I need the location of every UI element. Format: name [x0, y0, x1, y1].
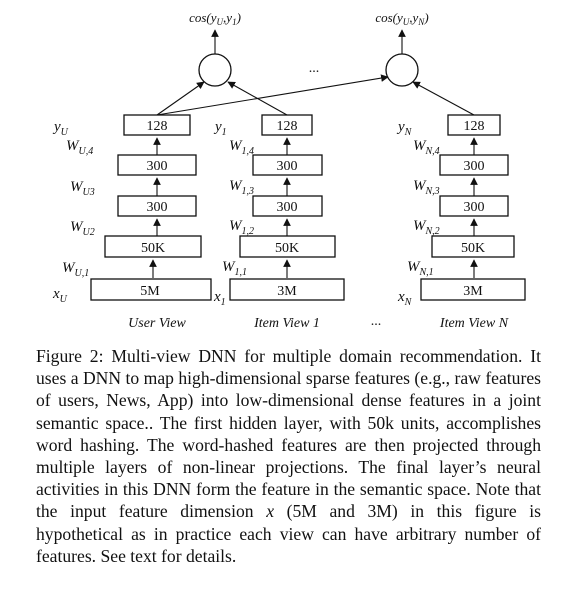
- itemN-layer-50k: [431, 235, 515, 258]
- itemN-layer-300-lower: [439, 195, 509, 217]
- item1-weight-3: W1,3: [229, 178, 254, 197]
- caption-variable: x: [266, 501, 274, 522]
- item1-output-symbol: y1: [213, 119, 227, 138]
- cosine-node-left: [198, 53, 232, 87]
- caption-text-part-1: Multi-view DNN for multiple domain recom…: [36, 346, 541, 522]
- svg-text:3M: 3M: [277, 284, 297, 299]
- figure-caption: Figure 2: Multi-view DNN for multiple do…: [36, 345, 541, 567]
- svg-text:300: 300: [464, 200, 485, 215]
- user-output-symbol: yU: [52, 119, 69, 138]
- edge-user-to-right: [156, 74, 389, 116]
- user-input-5m: [90, 278, 212, 301]
- edge-item1-to-left: [227, 81, 288, 116]
- item1-input-symbol: x1: [213, 289, 226, 308]
- user-input-symbol: xU: [52, 286, 68, 305]
- svg-text:300: 300: [277, 200, 298, 215]
- dots-bottom: ...: [371, 314, 382, 329]
- item1-input-3m: [229, 278, 345, 301]
- item1-weight-4: W1,4: [229, 138, 254, 157]
- svg-text:300: 300: [147, 159, 168, 174]
- itemN-input-symbol: xN: [397, 289, 413, 308]
- svg-text:50K: 50K: [141, 241, 165, 256]
- caption-label: Figure 2:: [36, 346, 104, 366]
- itemN-weight-2: WN,2: [413, 218, 440, 237]
- user-layer-128: [123, 114, 191, 136]
- svg-text:128: 128: [277, 119, 298, 134]
- itemN-weight-3: WN,3: [413, 178, 440, 197]
- itemN-layer-128: [447, 114, 501, 136]
- itemN-layer-300-upper: [439, 154, 509, 176]
- svg-text:50K: 50K: [461, 241, 485, 256]
- similarity-left-label: cos(yU,y1): [189, 10, 241, 27]
- itemN-weight-1: WN,1: [407, 259, 434, 278]
- item1-layer-300-upper: [252, 154, 323, 176]
- user-weight-4: WU,4: [66, 138, 93, 157]
- item1-layer-128: [261, 114, 313, 136]
- svg-text:300: 300: [277, 159, 298, 174]
- svg-text:300: 300: [464, 159, 485, 174]
- user-view-label: User View: [128, 316, 186, 331]
- user-weight-3: WU3: [70, 179, 95, 198]
- item1-weight-2: W1,2: [229, 218, 254, 237]
- svg-text:5M: 5M: [140, 284, 160, 299]
- itemN-weight-4: WN,4: [413, 138, 440, 157]
- item-view-1-label: Item View 1: [253, 316, 320, 331]
- svg-text:128: 128: [147, 119, 168, 134]
- user-weight-1: WU,1: [62, 260, 89, 279]
- cosine-node-right: [385, 53, 419, 87]
- svg-text:128: 128: [464, 119, 485, 134]
- svg-text:3M: 3M: [463, 284, 483, 299]
- svg-text:300: 300: [147, 200, 168, 215]
- multi-view-dnn-diagram: cos(yU,y1) cos(yU,yN) ... yU 128 WU,4 30…: [52, 10, 526, 331]
- similarity-right-label: cos(yU,yN): [375, 10, 428, 27]
- dots-top: ...: [309, 61, 320, 76]
- user-view-tower: yU 128 WU,4 300 WU3 300 WU2 50K WU,1 5M …: [52, 114, 212, 331]
- user-layer-300-lower: [117, 195, 197, 217]
- itemN-output-symbol: yN: [396, 119, 413, 138]
- item1-weight-1: W1,1: [222, 259, 247, 278]
- item-view-n-label: Item View N: [439, 316, 509, 331]
- svg-text:cos(yU,y1): cos(yU,y1): [189, 10, 241, 27]
- item1-layer-300-lower: [252, 195, 323, 217]
- itemN-input-3m: [420, 278, 526, 301]
- edge-user-to-left: [156, 81, 205, 116]
- edge-itemN-to-right: [412, 81, 475, 116]
- item-view-1-tower: y1 128 W1,4 300 W1,3 300 W1,2 50K W1,1 3…: [213, 114, 345, 331]
- svg-text:cos(yU,yN): cos(yU,yN): [375, 10, 428, 27]
- item1-layer-50k: [239, 235, 336, 258]
- user-layer-300-upper: [117, 154, 197, 176]
- item-view-n-tower: yN 128 WN,4 300 WN,3 300 WN,2 50K WN,1 3…: [396, 114, 526, 331]
- user-weight-2: WU2: [70, 219, 95, 238]
- caption-text-part-2: (5M and 3M) in this figure is hypothetic…: [36, 501, 542, 566]
- svg-text:50K: 50K: [275, 241, 299, 256]
- user-layer-50k: [104, 235, 202, 258]
